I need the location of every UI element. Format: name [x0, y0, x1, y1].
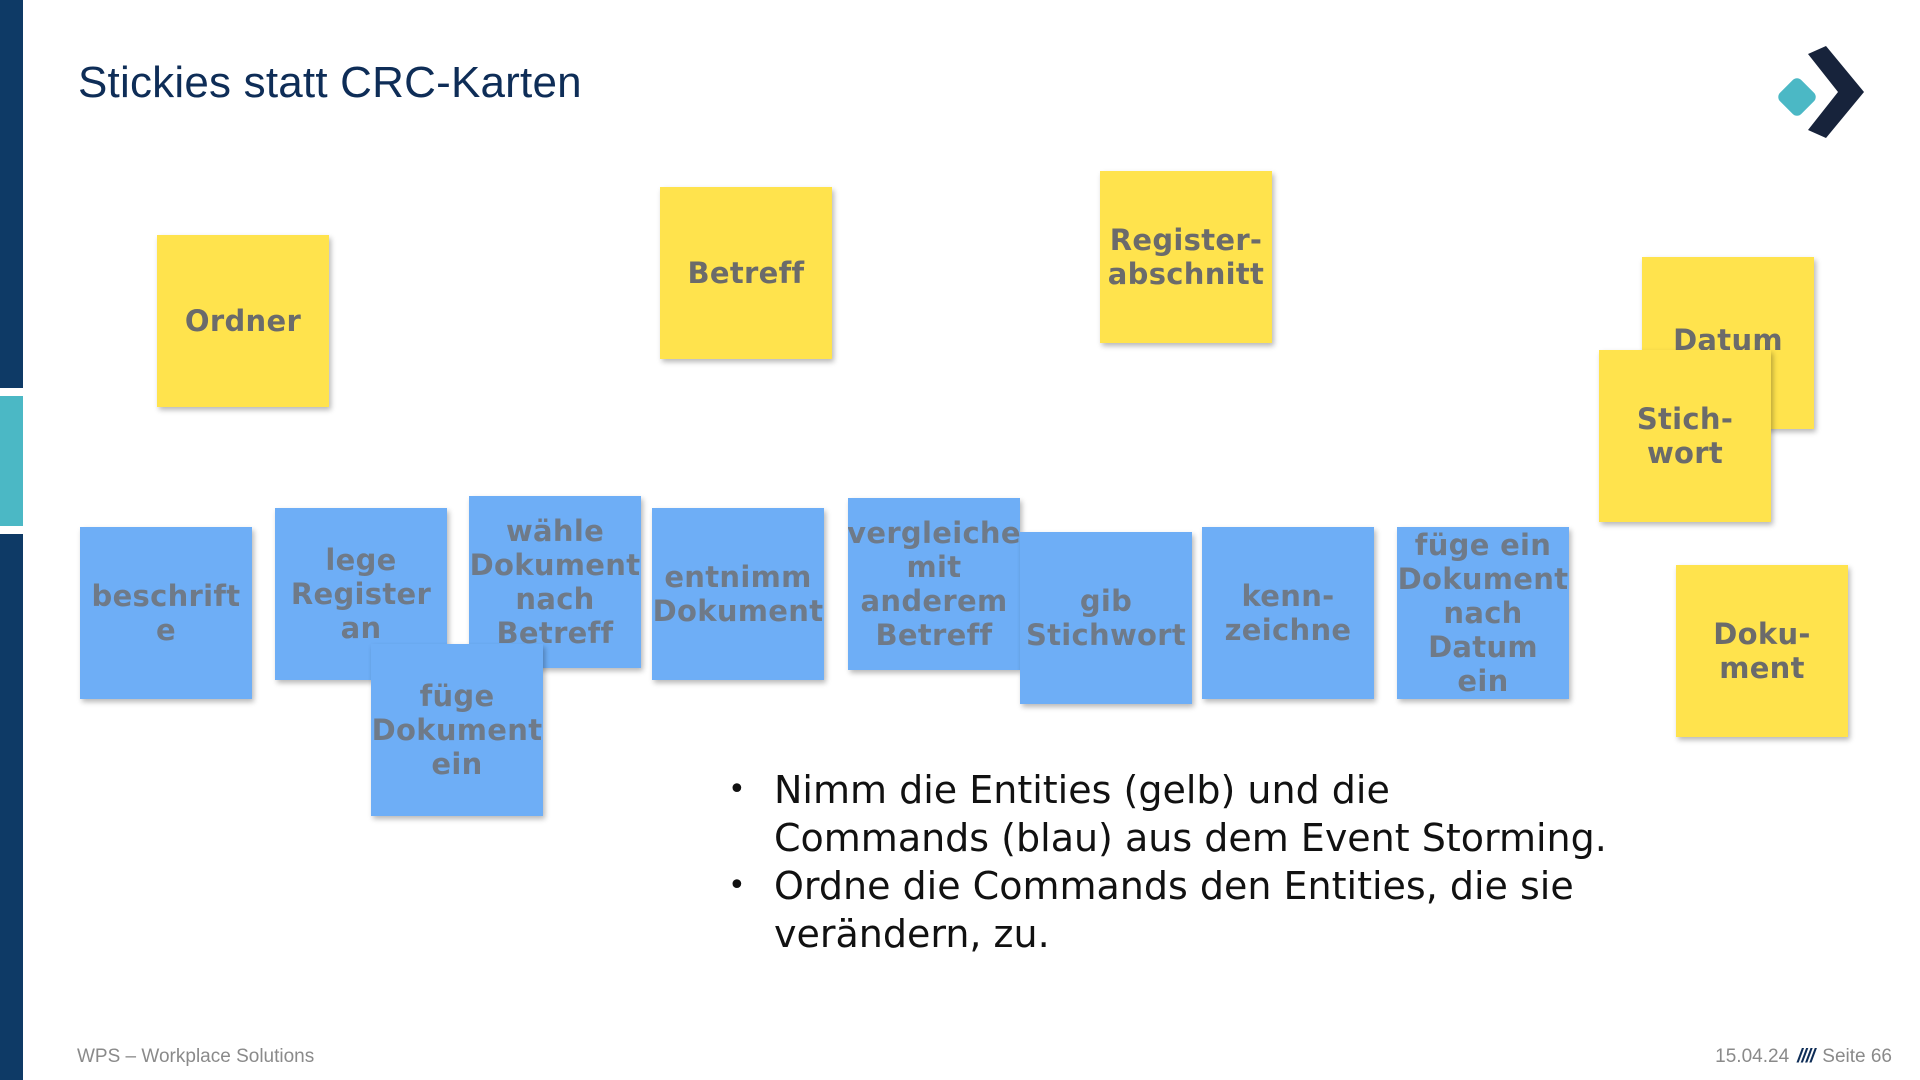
slide-title: Stickies statt CRC-Karten	[78, 58, 582, 107]
command-sticky-entnimm-dokument[interactable]: entnimm Dokument	[652, 508, 824, 680]
left-accent-bar-bottom	[0, 534, 23, 1080]
footer-company: WPS – Workplace Solutions	[77, 1046, 315, 1067]
sticky-label: beschrift e	[91, 579, 241, 647]
sticky-label: Betreff	[687, 256, 805, 290]
command-sticky-vergleiche[interactable]: vergleiche mit anderem Betreff	[848, 498, 1020, 670]
instruction-list: Nimm die Entities (gelb) und die Command…	[728, 766, 1608, 958]
sticky-label: entnimm Dokument	[652, 560, 824, 628]
sticky-label: vergleiche mit anderem Betreff	[848, 516, 1020, 652]
footer-separator: ////	[1797, 1046, 1815, 1067]
instruction-item: Nimm die Entities (gelb) und die Command…	[728, 766, 1608, 862]
sticky-label: füge Dokument ein	[371, 679, 543, 781]
footer-date: 15.04.24	[1715, 1046, 1790, 1067]
left-accent-bar-top	[0, 0, 23, 388]
entity-sticky-betreff[interactable]: Betreff	[660, 187, 832, 359]
command-sticky-fuege-dokument-ein[interactable]: füge Dokument ein	[371, 644, 543, 816]
sticky-label: Ordner	[184, 304, 302, 338]
footer-meta: 15.04.24 //// Seite 66	[1715, 1046, 1892, 1068]
sticky-label: wähle Dokument nach Betreff	[469, 514, 641, 650]
footer-page-number: Seite 66	[1822, 1046, 1892, 1067]
command-sticky-beschrifte[interactable]: beschrift e	[80, 527, 252, 699]
command-sticky-fuege-nach-datum[interactable]: füge ein Dokument nach Datum ein	[1397, 527, 1569, 699]
sticky-label: füge ein Dokument nach Datum ein	[1397, 528, 1569, 698]
sticky-label: Register- abschnitt	[1107, 223, 1265, 291]
command-sticky-gib-stichwort[interactable]: gib Stichwort	[1020, 532, 1192, 704]
sticky-label: Stich- wort	[1636, 402, 1734, 470]
sticky-label: lege Register an	[290, 543, 432, 645]
sticky-label: gib Stichwort	[1025, 584, 1187, 652]
entity-sticky-ordner[interactable]: Ordner	[157, 235, 329, 407]
entity-sticky-registerabschnitt[interactable]: Register- abschnitt	[1100, 171, 1272, 343]
left-accent-bar-middle	[0, 396, 23, 526]
instruction-item: Ordne die Commands den Entities, die sie…	[728, 862, 1608, 958]
command-sticky-waehle-dokument[interactable]: wähle Dokument nach Betreff	[469, 496, 641, 668]
sticky-label: Doku- ment	[1713, 617, 1811, 685]
wps-logo-icon	[1778, 46, 1864, 138]
entity-sticky-stichwort[interactable]: Stich- wort	[1599, 350, 1771, 522]
entity-sticky-dokument[interactable]: Doku- ment	[1676, 565, 1848, 737]
sticky-label: kenn- zeichne	[1224, 579, 1352, 647]
command-sticky-kennzeichne[interactable]: kenn- zeichne	[1202, 527, 1374, 699]
